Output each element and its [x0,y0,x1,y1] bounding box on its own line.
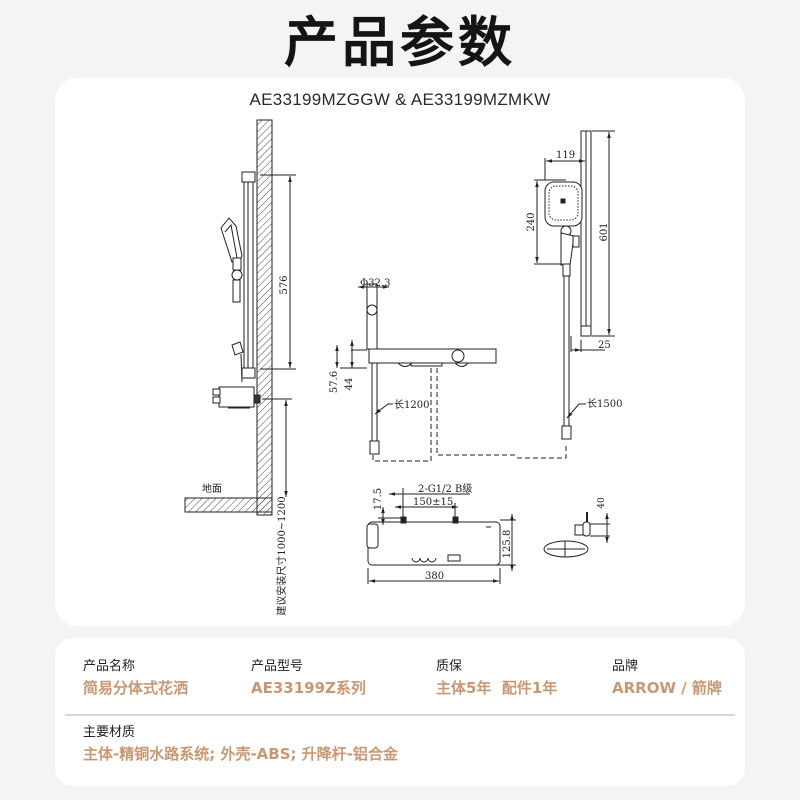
spec-value: 主体5年 配件1年 [436,679,558,697]
model-numbers: AE33199MZGGW & AE33199MZMKW [249,90,551,109]
hose-length-1500: 长1500 [587,398,622,410]
floor-label: 地面 [202,482,222,495]
holder-view [543,512,610,558]
valve-view [366,488,516,584]
spec-product-name: 产品名称 简易分体式花洒 [83,658,188,699]
spec-value: 主体-精铜水路系统; 外壳-ABS; 升降杆-铝合金 [83,745,398,763]
spec-label: 品牌 [612,659,639,674]
spec-warranty: 质保 主体5年 配件1年 [436,658,557,699]
dim-57-6: 57.6 [329,371,340,393]
spec-material: 主要材质 主体-精铜水路系统; 外壳-ABS; 升降杆-铝合金 [83,724,398,765]
dim-diameter: Φ32.3 [360,278,390,289]
dim-576: 576 [279,275,290,294]
spec-label: 产品型号 [251,659,304,674]
spec-card: 产品名称 简易分体式花洒 产品型号 AE33199Z系列 质保 主体5年 配件1… [55,638,745,786]
dim-240: 240 [526,212,537,231]
install-height-note: 建议安装尺寸1000~1200 [275,496,288,615]
dim-inlet: 2-G1/2 B级 [418,483,472,495]
dim-40: 40 [597,497,607,509]
divider [65,714,735,716]
hose-length-1200: 长1200 [394,399,429,411]
spec-value: 简易分体式花洒 [83,679,189,697]
spec-value: ARROW / 箭牌 [612,679,722,697]
spec-brand: 品牌 ARROW / 箭牌 [612,658,722,699]
front-view [335,283,515,462]
dim-44: 44 [344,378,355,391]
spec-model: 产品型号 AE33199Z系列 [251,658,366,699]
page-title: 产品参数 [284,11,516,74]
spec-label: 质保 [436,659,463,674]
spec-label: 产品名称 [83,659,136,674]
spec-value: AE33199Z系列 [251,679,366,697]
spec-label: 主要材质 [83,725,136,740]
dim-17-5: 17.5 [373,488,384,510]
wall [256,119,273,516]
floor [184,497,273,513]
dim-25: 25 [598,340,611,351]
technical-drawing: 576 地面 建议安装尺寸1000~1200 Φ32.3 57.6 44 长12… [184,119,622,616]
side-view [184,119,296,516]
dim-119: 119 [556,150,575,161]
dim-380: 380 [425,571,444,582]
dim-125-8: 125.8 [502,530,513,559]
handshower-view [515,130,615,459]
dim-601: 601 [599,222,610,241]
dim-spacing: 150±15 [413,497,453,508]
